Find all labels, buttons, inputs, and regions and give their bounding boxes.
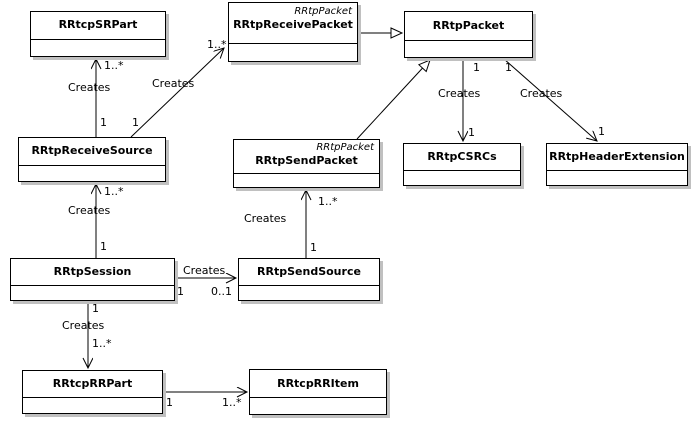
- class-header: RRtpPacket: [405, 12, 532, 41]
- multiplicity-headerextension-target: 1: [598, 125, 605, 138]
- class-box-rrtpreceivepacket[interactable]: RRtpPacket RRtpReceivePacket: [228, 2, 358, 62]
- label-creates-srpart: Creates: [68, 81, 111, 94]
- class-header: RRtcpRRItem: [250, 370, 386, 398]
- class-header: RRtcpSRPart: [31, 12, 165, 40]
- multiplicity-sendsource-source: 1: [177, 285, 184, 298]
- multiplicity-sendpacket-source: 1: [310, 241, 317, 254]
- multiplicity-csrcs-source: 1: [473, 61, 480, 74]
- class-box-rrtcprritem[interactable]: RRtcpRRItem: [249, 369, 387, 415]
- multiplicity-rritem-target: 1..*: [222, 396, 242, 409]
- class-header: RRtcpRRPart: [23, 371, 162, 398]
- multiplicity-sendsource-target: 0..1: [211, 285, 232, 298]
- class-name: RRtcpRRPart: [52, 377, 133, 390]
- class-attributes-compartment: [19, 166, 165, 209]
- multiplicity-rritem-source: 1: [166, 396, 173, 409]
- class-header: RRtpReceiveSource: [19, 138, 165, 166]
- multiplicity-srpart-target: 1..*: [104, 59, 124, 72]
- class-stereotype: RRtpPacket: [316, 142, 374, 153]
- class-box-rrtpreceivesource[interactable]: RRtpReceiveSource: [18, 137, 166, 182]
- class-box-rrtcpsrpart[interactable]: RRtcpSRPart: [30, 11, 166, 57]
- label-creates-sendpacket: Creates: [244, 212, 287, 225]
- class-box-rrtppacket[interactable]: RRtpPacket: [404, 11, 533, 58]
- class-attributes-compartment: [23, 398, 162, 440]
- class-name: RRtpReceivePacket: [233, 18, 353, 31]
- class-attributes-compartment: [239, 286, 379, 327]
- class-box-rrtpheaderextension[interactable]: RRtpHeaderExtension: [546, 143, 688, 186]
- multiplicity-receivesource-target: 1..*: [104, 185, 124, 198]
- multiplicity-receivepacket-target: 1..*: [207, 38, 227, 51]
- class-box-rrtpsendsource[interactable]: RRtpSendSource: [238, 258, 380, 301]
- label-creates-rrpart: Creates: [62, 319, 105, 332]
- class-header: RRtpCSRCs: [404, 144, 520, 171]
- class-header: RRtpPacket RRtpSendPacket: [234, 140, 379, 174]
- class-name: RRtpSession: [53, 265, 132, 278]
- class-header: RRtpPacket RRtpReceivePacket: [229, 3, 357, 44]
- class-header: RRtpSession: [11, 259, 174, 286]
- class-attributes-compartment: [405, 41, 532, 86]
- class-attributes-compartment: [404, 171, 520, 212]
- class-name: RRtpHeaderExtension: [549, 150, 685, 163]
- class-attributes-compartment: [250, 398, 386, 442]
- multiplicity-csrcs-target: 1: [468, 126, 475, 139]
- edge-generalization-sendpacket: [356, 59, 431, 140]
- multiplicity-receivesource-source: 1: [100, 240, 107, 253]
- class-name: RRtpSendSource: [257, 265, 361, 278]
- class-header: RRtpSendSource: [239, 259, 379, 286]
- label-creates-receivepacket: Creates: [152, 77, 195, 90]
- class-box-rrtpcsrcs[interactable]: RRtpCSRCs: [403, 143, 521, 186]
- edge-creates-receivepacket: [130, 48, 224, 138]
- class-attributes-compartment: [31, 40, 165, 84]
- class-header: RRtpHeaderExtension: [547, 144, 687, 171]
- connector-layer: [0, 27, 695, 426]
- multiplicity-receivepacket-source: 1: [132, 116, 139, 129]
- class-name: RRtpSendPacket: [255, 154, 358, 167]
- multiplicity-rrpart-source: 1: [92, 302, 99, 315]
- class-box-rrtpsession[interactable]: RRtpSession: [10, 258, 175, 301]
- multiplicity-headerextension-source: 1: [505, 61, 512, 74]
- class-name: RRtcpSRPart: [58, 18, 138, 31]
- class-stereotype: RRtpPacket: [294, 6, 352, 17]
- class-name: RRtcpRRItem: [277, 377, 359, 390]
- multiplicity-rrpart-target: 1..*: [92, 337, 112, 350]
- class-name: RRtpPacket: [432, 19, 505, 32]
- class-attributes-compartment: [229, 44, 357, 102]
- label-creates-headerextension: Creates: [520, 87, 563, 100]
- class-box-rrtcprrpart[interactable]: RRtcpRRPart: [22, 370, 163, 414]
- class-name: RRtpReceiveSource: [31, 144, 153, 157]
- uml-class-diagram-canvas: RRtcpSRPart RRtpPacket RRtpReceivePacket…: [0, 2, 695, 426]
- edge-creates-headerextension: [503, 58, 597, 141]
- label-creates-receivesource: Creates: [68, 204, 111, 217]
- label-creates-sendsource: Creates: [183, 264, 226, 277]
- label-creates-csrcs: Creates: [438, 87, 481, 100]
- class-name: RRtpCSRCs: [427, 150, 497, 163]
- class-attributes-compartment: [547, 171, 687, 212]
- multiplicity-sendpacket-target: 1..*: [318, 195, 338, 208]
- multiplicity-srpart-source: 1: [100, 116, 107, 129]
- class-box-rrtpsendpacket[interactable]: RRtpPacket RRtpSendPacket: [233, 139, 380, 188]
